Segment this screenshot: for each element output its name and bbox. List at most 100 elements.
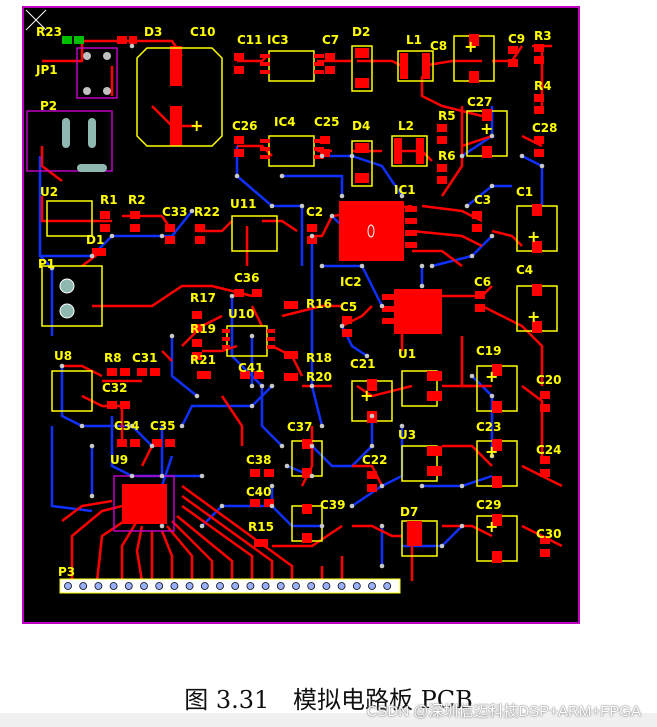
- via: [194, 393, 200, 399]
- via: [464, 203, 470, 209]
- label-R1: R1: [100, 193, 118, 207]
- label-C38: C38: [246, 453, 272, 467]
- via: [269, 483, 275, 489]
- p3-pin: [64, 582, 72, 590]
- via: [459, 523, 465, 529]
- via: [159, 523, 165, 529]
- via: [199, 523, 205, 529]
- via: [459, 153, 465, 159]
- via: [279, 173, 285, 179]
- label-C32: C32: [102, 381, 128, 395]
- label-C10: C10: [190, 25, 216, 39]
- p3-pin: [185, 582, 194, 590]
- p3-pin: [352, 582, 361, 590]
- label-C26: C26: [232, 119, 258, 133]
- via: [234, 173, 240, 179]
- label-C34: C34: [114, 419, 140, 433]
- label-R21: R21: [190, 353, 216, 367]
- via: [349, 153, 355, 159]
- via: [349, 503, 355, 509]
- via: [284, 463, 290, 469]
- via: [309, 473, 315, 479]
- label-C5: C5: [340, 300, 357, 314]
- label-U1: U1: [398, 347, 416, 361]
- via: [149, 443, 155, 449]
- via: [129, 473, 135, 479]
- vias: [49, 43, 545, 569]
- p1-terminal-pads: [59, 278, 75, 319]
- label-R18: R18: [306, 351, 332, 365]
- via: [429, 263, 435, 269]
- label-C7: C7: [322, 33, 339, 47]
- label-R20: R20: [306, 370, 332, 384]
- label-C2: C2: [306, 205, 323, 219]
- via: [279, 443, 285, 449]
- label-C9: C9: [508, 32, 525, 46]
- via: [489, 133, 495, 139]
- via: [89, 253, 95, 259]
- label-R16: R16: [306, 297, 332, 311]
- via: [249, 333, 255, 339]
- figure-caption: 图 3.31 模拟电路板 PCB: [0, 680, 657, 715]
- p3-pin: [292, 582, 300, 590]
- via: [399, 193, 405, 199]
- label-IC4: IC4: [274, 115, 296, 129]
- via: [519, 153, 525, 159]
- via: [319, 523, 325, 529]
- svg-text:+: +: [464, 37, 477, 56]
- label-P3: P3: [58, 565, 75, 579]
- via: [309, 383, 315, 389]
- label-P1: P1: [38, 257, 55, 271]
- label-R6: R6: [438, 149, 456, 163]
- p3-pin: [216, 582, 224, 590]
- via: [129, 43, 135, 49]
- via: [269, 503, 275, 509]
- via: [159, 473, 165, 479]
- via: [89, 493, 95, 499]
- label-C37: C37: [287, 420, 313, 434]
- label-C31: C31: [132, 351, 158, 365]
- via: [379, 523, 385, 529]
- via: [129, 423, 135, 429]
- label-C40: C40: [246, 485, 272, 499]
- label-R23: R23: [36, 25, 62, 39]
- label-C22: C22: [362, 453, 388, 467]
- p3-pin: [94, 582, 103, 590]
- svg-text:+: +: [485, 367, 498, 386]
- p3-pin: [231, 582, 240, 590]
- p3-pin: [124, 582, 133, 590]
- via: [369, 413, 375, 419]
- label-P2: P2: [40, 99, 57, 113]
- svg-text:+: +: [190, 116, 203, 135]
- pcb-layout: R23 D3 C10 C11 IC3 C7 D2 L1 C8 C9 R3 JP1…: [22, 6, 580, 624]
- c10-pad-bottom: [170, 106, 182, 146]
- label-R5: R5: [438, 109, 456, 123]
- via: [419, 483, 425, 489]
- label-U3: U3: [398, 428, 416, 442]
- svg-text:+: +: [485, 517, 498, 536]
- p3-pin: [276, 582, 285, 590]
- via: [459, 483, 465, 489]
- svg-text:+: +: [527, 227, 540, 246]
- via: [469, 253, 475, 259]
- label-D4: D4: [352, 119, 370, 133]
- label-C39: C39: [320, 498, 346, 512]
- figure-number: 图 3.31: [184, 686, 270, 714]
- label-JP1: JP1: [35, 63, 58, 77]
- via: [364, 353, 370, 359]
- silkscreen-labels: R23 D3 C10 C11 IC3 C7 D2 L1 C8 C9 R3 JP1…: [35, 25, 562, 579]
- via: [179, 423, 185, 429]
- via: [269, 383, 275, 389]
- via: [59, 363, 65, 369]
- label-C20: C20: [536, 373, 562, 387]
- smd-pads: [62, 34, 550, 563]
- label-R17: R17: [190, 291, 216, 305]
- top-copper-traces: [40, 39, 563, 582]
- label-R4: R4: [534, 79, 552, 93]
- label-C41: C41: [238, 361, 264, 375]
- label-U9: U9: [110, 453, 128, 467]
- via: [489, 233, 495, 239]
- label-D3: D3: [144, 25, 162, 39]
- bottom-strip: [0, 713, 657, 727]
- via: [269, 203, 275, 209]
